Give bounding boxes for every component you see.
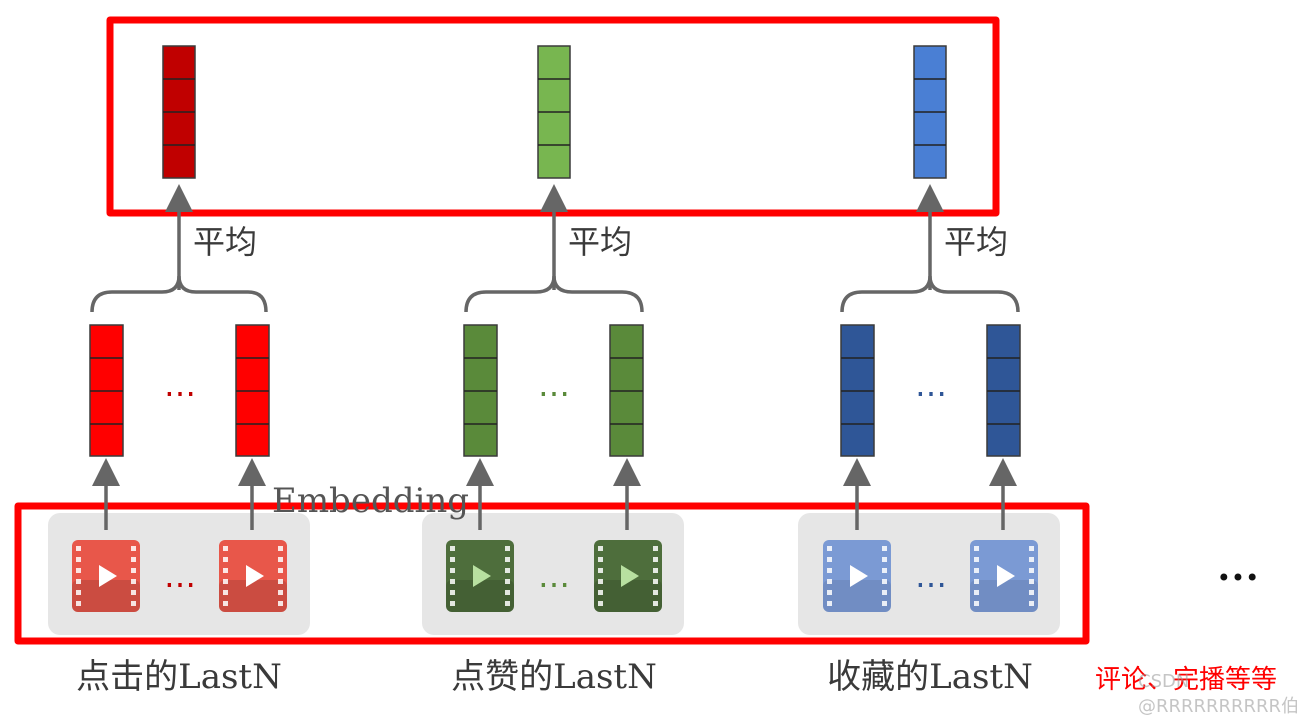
video-ellipsis-like: … xyxy=(538,557,570,595)
embedding-vector-click-last xyxy=(235,324,270,457)
video-icon xyxy=(970,540,1038,612)
video-icon xyxy=(823,540,891,612)
bracket-like xyxy=(464,275,644,313)
embedding-vector-fav-first xyxy=(840,324,875,457)
average-label-click: 平均 xyxy=(193,223,257,261)
output-vector-like xyxy=(537,45,571,179)
embedding-vector-like-last xyxy=(609,324,644,457)
output-vector-click xyxy=(162,45,196,179)
embedding-ellipsis-fav: … xyxy=(915,366,947,404)
embedding-vector-click-first xyxy=(89,324,124,457)
more-groups-ellipsis: ••• xyxy=(1217,564,1259,592)
group-label-fav: 收藏的LastN xyxy=(827,657,1033,697)
video-icon xyxy=(219,540,287,612)
video-icon xyxy=(446,540,514,612)
input-highlight-box xyxy=(14,502,1090,645)
group-label-click: 点击的LastN xyxy=(76,657,282,697)
output-highlight-box xyxy=(106,16,1000,217)
bracket-fav xyxy=(840,275,1020,313)
watermark: CSDN @RRRRRRRRRR伯 xyxy=(1138,671,1300,717)
video-icon xyxy=(72,540,140,612)
video-ellipsis-fav: … xyxy=(915,557,947,595)
group-label-like: 点赞的LastN xyxy=(451,657,657,697)
bracket-click xyxy=(90,275,268,313)
average-label-fav: 平均 xyxy=(944,223,1008,261)
embedding-ellipsis-like: … xyxy=(538,366,570,404)
embedding-vector-like-first xyxy=(463,324,498,457)
video-icon xyxy=(594,540,662,612)
video-ellipsis-click: … xyxy=(164,557,196,595)
embedding-vector-fav-last xyxy=(986,324,1021,457)
output-vector-fav xyxy=(913,45,947,179)
embedding-label: Embedding xyxy=(272,481,469,521)
average-label-like: 平均 xyxy=(568,223,632,261)
other-actions-note: 评论、完播等等 xyxy=(1095,665,1277,695)
embedding-ellipsis-click: … xyxy=(164,366,196,404)
